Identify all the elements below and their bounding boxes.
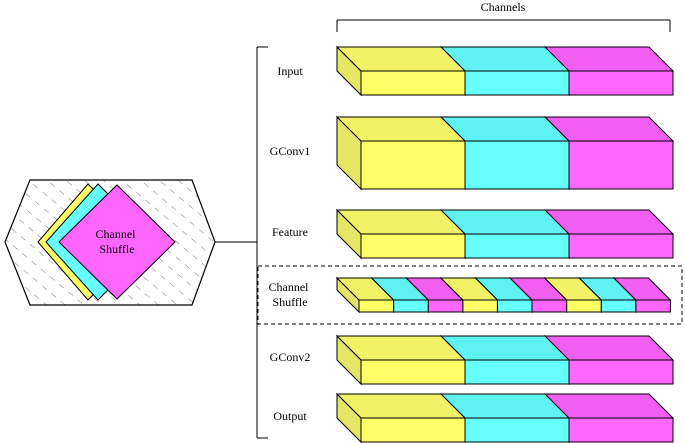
output-block-yellow-front: [360, 417, 466, 443]
gconv1-block-yellow: [335, 115, 467, 191]
input-block-yellow-front: [360, 70, 466, 96]
module-label: Channel Shuffle: [96, 227, 139, 256]
shuffle-block-7-yellow-front: [566, 299, 602, 313]
shuffle-block-1-yellow: [335, 276, 395, 314]
label-feature: Feature: [272, 225, 308, 239]
output-block-cyan-front: [464, 417, 570, 443]
gconv2-block-cyan-front: [464, 359, 570, 385]
label-channel-shuffle: Channel Shuffle: [269, 280, 312, 309]
channels-label: Channels: [481, 0, 526, 14]
channel-blocks: [335, 45, 675, 443]
gconv1-block-magenta-front: [568, 140, 674, 190]
feature-block-magenta-front: [568, 233, 674, 259]
label-output: Output: [273, 409, 307, 423]
shuffle-block-5-cyan-front: [496, 299, 533, 313]
input-block-cyan-front: [464, 70, 570, 96]
shuffle-block-9-magenta-front: [635, 299, 671, 313]
channel-shuffle-module: Channel Shuffle: [4, 179, 216, 306]
gconv2-block-magenta-front: [568, 359, 674, 385]
label-gconv2: GConv2: [270, 350, 311, 364]
gconv2-block-yellow: [335, 334, 467, 386]
row-labels: Input GConv1 Feature Channel Shuffle GCo…: [269, 64, 312, 423]
feature-block-yellow-front: [360, 233, 466, 259]
shuffle-block-2-cyan-front: [393, 299, 429, 313]
gconv2-block-yellow-front: [360, 359, 466, 385]
feature-block-cyan-front: [464, 233, 570, 259]
shuffle-block-1-yellow-front: [358, 299, 395, 313]
input-block-yellow: [335, 45, 467, 97]
gconv1-block-cyan-front: [464, 140, 570, 190]
shuffle-dashed-box: [257, 265, 683, 325]
input-block-magenta-front: [568, 70, 674, 96]
label-channel-shuffle-line2: Shuffle: [272, 295, 307, 309]
feature-block-yellow: [335, 208, 467, 260]
label-input: Input: [277, 64, 303, 78]
shuffle-block-3-magenta-front: [427, 299, 464, 313]
shuffle-block-8-cyan-front: [600, 299, 637, 313]
output-block-magenta-front: [568, 417, 674, 443]
module-diamond-magenta: [58, 184, 176, 300]
shuffle-block-4-yellow-front: [462, 299, 498, 313]
gconv1-block-yellow-front: [360, 140, 466, 190]
label-channel-shuffle-line1: Channel: [269, 280, 310, 294]
module-label-line1: Channel: [96, 227, 137, 241]
label-gconv1: GConv1: [270, 144, 311, 158]
output-block-yellow: [335, 392, 467, 443]
connector: [215, 46, 268, 439]
module-label-line2: Shuffle: [99, 242, 134, 256]
shuffle-block-6-magenta-front: [531, 299, 568, 313]
channels-bracket: [336, 19, 671, 32]
